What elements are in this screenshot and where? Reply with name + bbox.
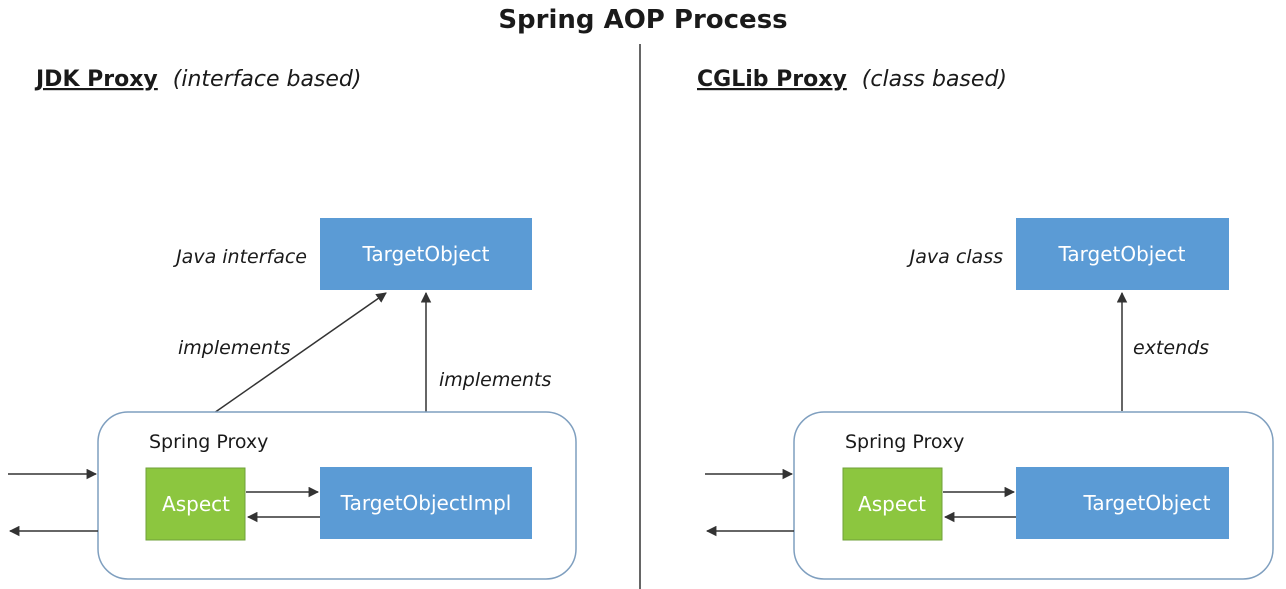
java-interface-label: Java interface [172, 246, 307, 268]
jdk-heading-subtitle: (interface based) [173, 67, 362, 92]
target-object-impl-label: TargetObjectImpl [340, 491, 512, 515]
extends-label: extends [1133, 337, 1209, 359]
aspect-box-left [145, 467, 246, 541]
target-object-class-box [1016, 218, 1229, 290]
aspect-label-left: Aspect [162, 492, 230, 516]
cglib-heading: CGLib Proxy (class based) [697, 67, 1007, 92]
jdk-heading-title: JDK Proxy [34, 67, 158, 92]
cglib-proxy-section: CGLib Proxy (class based) Java class Tar… [697, 67, 1274, 580]
implements-arrow-proxy [213, 292, 387, 414]
target-object-proxied-box [1016, 467, 1229, 539]
target-object-class-label: TargetObject [1057, 242, 1185, 266]
implements-label-impl: implements [439, 369, 552, 391]
target-object-interface-label: TargetObject [361, 242, 489, 266]
diagram-title: Spring AOP Process [498, 5, 787, 35]
target-object-impl-box [320, 467, 532, 539]
target-object-proxied-label: TargetObject [1082, 491, 1210, 515]
jdk-proxy-section: JDK Proxy (interface based) Java interfa… [8, 67, 577, 580]
jdk-heading: JDK Proxy (interface based) [34, 67, 361, 92]
cglib-heading-title: CGLib Proxy [697, 67, 847, 92]
spring-proxy-label-left: Spring Proxy [149, 431, 268, 453]
cglib-heading-subtitle: (class based) [862, 67, 1007, 92]
java-class-label: Java class [906, 246, 1003, 268]
aspect-box-right [842, 467, 943, 541]
target-object-interface-box [320, 218, 532, 290]
implements-label-proxy: implements [178, 337, 291, 359]
aspect-label-right: Aspect [858, 492, 926, 516]
spring-proxy-label-right: Spring Proxy [845, 431, 964, 453]
